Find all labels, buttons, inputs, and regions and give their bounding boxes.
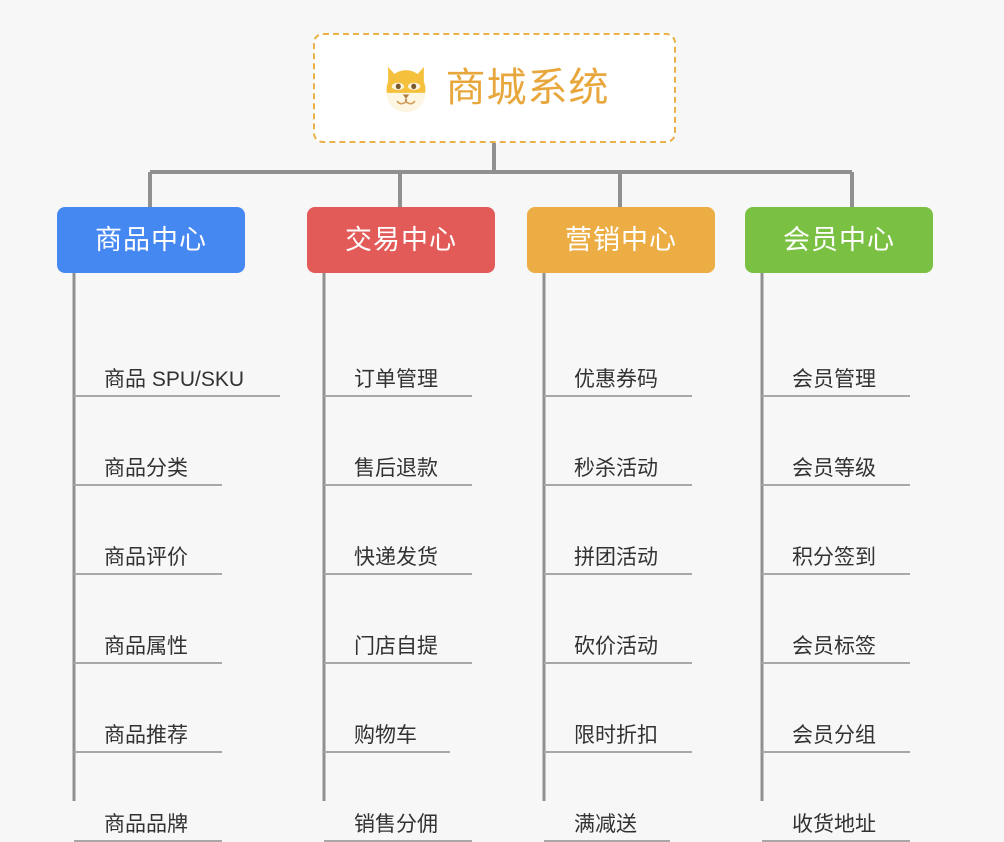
- leaf-item[interactable]: 积分签到: [762, 531, 962, 575]
- leaf-underline: [762, 662, 910, 664]
- leaf-underline: [324, 484, 472, 486]
- leaf-label: 商品品牌: [104, 813, 188, 836]
- category-label: 营销中心: [565, 224, 677, 255]
- category-box-trade-center[interactable]: 交易中心: [307, 207, 495, 273]
- leaf-underline: [544, 662, 692, 664]
- leaf-underline: [762, 751, 910, 753]
- leaf-item[interactable]: 门店自提: [324, 620, 524, 664]
- leaf-item[interactable]: 会员等级: [762, 442, 962, 486]
- leaf-item[interactable]: 商品推荐: [74, 709, 274, 753]
- leaf-label: 收货地址: [792, 813, 876, 836]
- category-box-member-center[interactable]: 会员中心: [745, 207, 933, 273]
- leaf-underline: [544, 395, 692, 397]
- leaf-underline: [544, 484, 692, 486]
- leaf-item[interactable]: 砍价活动: [544, 620, 744, 664]
- leaf-label: 商品 SPU/SKU: [104, 368, 245, 391]
- leaf-label: 会员管理: [792, 368, 876, 391]
- leaf-item[interactable]: 售后退款: [324, 442, 524, 486]
- leaf-item[interactable]: 商品 SPU/SKU: [74, 353, 280, 397]
- leaf-item[interactable]: 收货地址: [762, 798, 962, 842]
- root-node[interactable]: 商城系统: [313, 33, 676, 143]
- leaf-item[interactable]: 商品评价: [74, 531, 274, 575]
- leaf-item[interactable]: 会员分组: [762, 709, 962, 753]
- leaf-item[interactable]: 商品品牌: [74, 798, 274, 842]
- leaf-label: 快递发货: [354, 546, 438, 569]
- leaf-label: 砍价活动: [574, 635, 658, 658]
- leaf-label: 商品推荐: [104, 724, 188, 747]
- leaf-item[interactable]: 限时折扣: [544, 709, 744, 753]
- leaf-label: 积分签到: [792, 546, 876, 569]
- leaf-item[interactable]: 订单管理: [324, 353, 524, 397]
- leaf-label: 订单管理: [354, 368, 438, 391]
- dog-face-icon: [380, 62, 432, 114]
- leaf-item[interactable]: 拼团活动: [544, 531, 744, 575]
- category-label: 交易中心: [345, 224, 457, 255]
- leaf-label: 商品属性: [104, 635, 188, 658]
- leaf-underline: [762, 395, 910, 397]
- leaf-label: 门店自提: [354, 635, 438, 658]
- leaf-item[interactable]: 会员标签: [762, 620, 962, 664]
- leaf-label: 限时折扣: [574, 724, 658, 747]
- leaf-underline: [324, 573, 472, 575]
- leaf-label: 售后退款: [354, 457, 438, 480]
- column-member-center: 会员中心 会员管理会员等级积分签到会员标签会员分组收货地址: [745, 207, 933, 842]
- leaf-label: 销售分佣: [354, 813, 438, 836]
- leaf-label: 秒杀活动: [574, 457, 658, 480]
- leaf-underline: [324, 662, 472, 664]
- leaf-label: 会员分组: [792, 724, 876, 747]
- leaf-item[interactable]: 商品属性: [74, 620, 274, 664]
- leaf-underline: [762, 484, 910, 486]
- leaf-underline: [74, 573, 222, 575]
- category-label: 会员中心: [783, 224, 895, 255]
- leaf-label: 优惠券码: [574, 368, 658, 391]
- leaf-underline: [74, 484, 222, 486]
- leaf-label: 会员等级: [792, 457, 876, 480]
- leaf-underline: [324, 751, 450, 753]
- column-trade-center: 交易中心 订单管理售后退款快递发货门店自提购物车销售分佣: [307, 207, 495, 842]
- category-box-marketing-center[interactable]: 营销中心: [527, 207, 715, 273]
- leaf-label: 商品评价: [104, 546, 188, 569]
- column-product-center: 商品中心 商品 SPU/SKU 商品分类商品评价商品属性商品推荐商品品牌: [57, 207, 280, 842]
- leaf-label: 拼团活动: [574, 546, 658, 569]
- leaf-item[interactable]: 销售分佣: [324, 798, 524, 842]
- leaf-item[interactable]: 优惠券码: [544, 353, 744, 397]
- leaf-item[interactable]: 秒杀活动: [544, 442, 744, 486]
- category-box-product-center[interactable]: 商品中心: [57, 207, 245, 273]
- leaf-label: 满减送: [574, 813, 637, 836]
- leaf-item[interactable]: 快递发货: [324, 531, 524, 575]
- leaf-underline: [544, 573, 692, 575]
- leaf-underline: [762, 573, 910, 575]
- leaf-underline: [74, 751, 222, 753]
- leaf-underline: [324, 395, 472, 397]
- leaf-underline: [74, 662, 222, 664]
- leaf-underline: [544, 751, 692, 753]
- root-title: 商城系统: [445, 66, 610, 110]
- leaf-item[interactable]: 商品分类: [74, 442, 274, 486]
- column-marketing-center: 营销中心 优惠券码秒杀活动拼团活动砍价活动限时折扣满减送: [527, 207, 715, 842]
- leaf-item[interactable]: 会员管理: [762, 353, 962, 397]
- category-label: 商品中心: [95, 224, 207, 255]
- leaf-label: 会员标签: [792, 635, 876, 658]
- leaf-underline: [74, 395, 280, 397]
- leaf-label: 购物车: [354, 724, 417, 747]
- leaf-item[interactable]: 满减送: [544, 798, 744, 842]
- leaf-label: 商品分类: [104, 457, 188, 480]
- leaf-item[interactable]: 购物车: [324, 709, 524, 753]
